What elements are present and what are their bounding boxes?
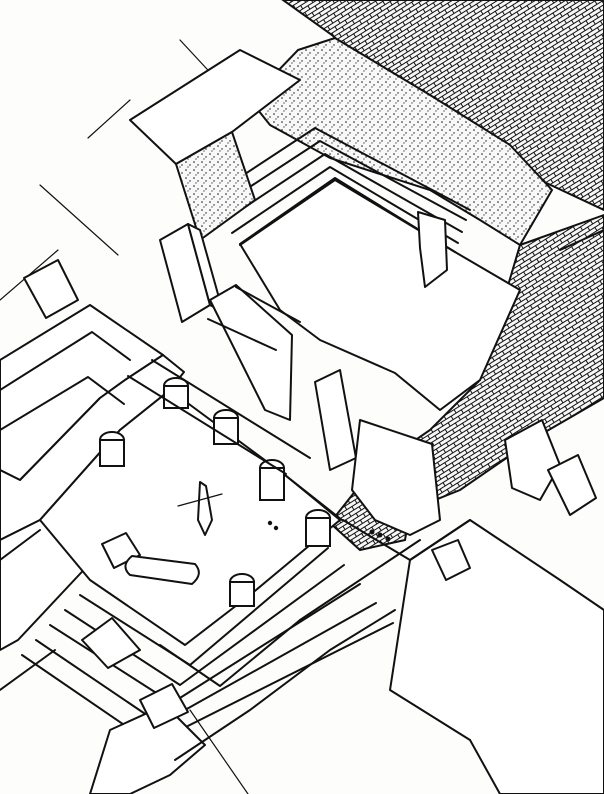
wall-line [559,229,604,251]
wall-line [127,375,287,475]
front-platform [89,704,206,794]
doorway-wall [209,284,293,421]
fallen-elements [101,481,223,585]
wall-line [207,318,277,351]
wall-line [151,359,311,459]
step-line [21,622,394,745]
wall-inner-face [174,130,257,242]
wall-line [409,519,471,561]
rubble-block [431,539,471,581]
column-shaft [99,439,125,467]
wall-line [0,376,125,431]
column-shaft [305,517,331,547]
door-jamb [314,369,357,471]
fallen-column [124,555,200,585]
inner-pier [417,211,448,288]
ground-line [39,184,119,256]
step-edge [231,166,459,244]
rubble-dot [377,532,383,538]
back-wall [248,36,554,247]
wall-line [174,609,396,761]
rubble-block [23,259,79,319]
wall-north-west [129,49,301,165]
columns [99,377,331,607]
wall-line [0,649,56,691]
column-shaft [259,467,285,501]
rubble-dot [273,525,279,531]
structure-outlines [0,229,604,761]
right-lower-platform [389,519,604,794]
rubble [23,259,471,729]
ground-line [189,709,249,794]
column-shaft [229,581,255,607]
rubble-block [139,683,189,729]
statue [197,481,213,536]
step-edge [223,153,463,233]
rubble-block [81,617,141,669]
wall-line [0,529,41,561]
stone-block [547,454,597,516]
wall-line [284,474,343,521]
broken-wall [351,419,441,536]
wall-line [0,331,131,391]
ground-line [87,99,131,139]
wall-line [235,286,301,323]
statue-arm [177,493,223,507]
rubble-dot [267,520,273,526]
stone-block [504,419,561,501]
rubble-dot [385,536,391,542]
rubble-dot [369,529,375,535]
step-edge [239,179,456,253]
wall-line [299,539,421,621]
wall-line [159,619,301,687]
